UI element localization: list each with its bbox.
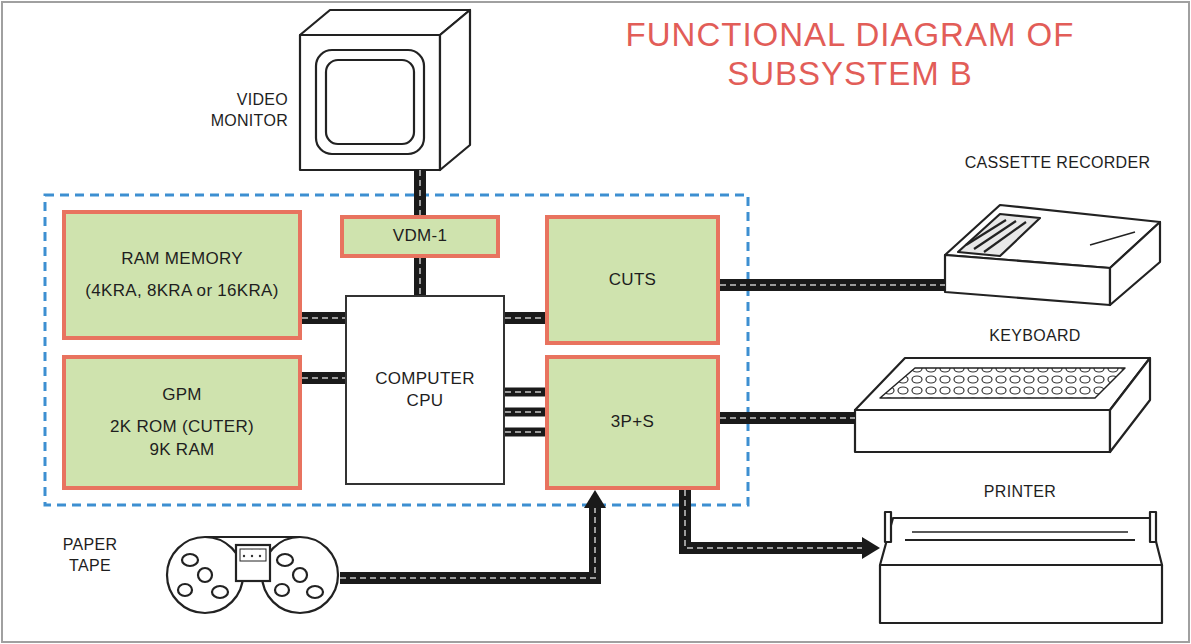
io-interface-box: 3P+S [545, 355, 720, 490]
bus-line [720, 412, 855, 424]
bus-connector [505, 318, 545, 319]
bus-connector [420, 258, 421, 295]
bus-stripe [419, 258, 421, 295]
bus-stripe [505, 411, 545, 413]
box-text: (4KRA, 8KRA or 16KRA) [85, 280, 278, 302]
box-heading: VDM-1 [393, 225, 447, 247]
bus-stripe [505, 317, 545, 319]
printer-drawing [880, 512, 1162, 623]
box-heading: CUTS [609, 269, 656, 291]
bus-connector [720, 285, 945, 286]
bus-stripe [505, 431, 545, 433]
gpm-box: GPM 2K ROM (CUTER) 9K RAM [62, 355, 302, 490]
cassette-interface-box: CUTS [545, 215, 720, 345]
keyboard-drawing [855, 358, 1150, 452]
bus-stripe [340, 506, 595, 578]
arrow-head [862, 537, 880, 559]
bus-line [414, 170, 426, 215]
bus-connector [420, 170, 421, 215]
bus-line [685, 490, 864, 548]
bus-connector [302, 378, 345, 379]
box-text: 2K ROM (CUTER) 9K RAM [102, 416, 262, 460]
bus-stripe [685, 490, 864, 548]
subsystem-boundary [45, 195, 748, 505]
paper-tape-drawing [167, 537, 338, 613]
paper-tape: PAPER TAPE [160, 535, 340, 615]
bus-line [505, 388, 545, 397]
device-label: PAPER TAPE [40, 535, 140, 577]
box-heading: RAM MEMORY [121, 248, 243, 270]
bus-line [505, 428, 545, 437]
box-heading: 3P+S [611, 411, 654, 433]
device-label: VIDEO MONITOR [188, 90, 288, 132]
bus-line [302, 312, 345, 324]
bus-line [340, 506, 595, 578]
cassette-drawing [945, 205, 1160, 305]
bus-connector [685, 490, 880, 559]
cpu-box: COMPUTER CPU [345, 295, 505, 485]
bus-line [720, 279, 945, 291]
device-label: KEYBOARD [915, 326, 1155, 347]
video-display-module: VDM-1 [340, 215, 500, 258]
bus-stripe [720, 284, 945, 286]
device-label: CASSETTE RECORDER [955, 153, 1160, 174]
cassette-recorder: CASSETTE RECORDER [945, 205, 1160, 305]
box-heading: COMPUTER CPU [370, 368, 480, 412]
bus-stripe [302, 377, 345, 379]
bus-connector [302, 318, 345, 319]
bus-stripe [419, 170, 421, 215]
bus-line [505, 312, 545, 324]
bus-connector [505, 392, 545, 432]
device-label: PRINTER [940, 482, 1100, 503]
bus-line [302, 372, 345, 384]
printer: PRINTER [880, 512, 1162, 624]
bus-line [505, 408, 545, 417]
box-heading: GPM [162, 384, 202, 406]
bus-stripe [505, 391, 545, 393]
bus-stripe [720, 417, 855, 419]
arrow-head [584, 490, 606, 508]
bus-connector [340, 490, 606, 578]
monitor-drawing [300, 10, 470, 170]
keyboard: KEYBOARD [855, 358, 1155, 454]
diagram-title: FUNCTIONAL DIAGRAM OF SUBSYSTEM B [620, 16, 1080, 94]
bus-connector [720, 418, 855, 419]
bus-stripe [302, 317, 345, 319]
bus-line [414, 258, 426, 295]
ram-memory-box: RAM MEMORY (4KRA, 8KRA or 16KRA) [62, 210, 302, 340]
video-monitor: VIDEO MONITOR [300, 10, 470, 170]
